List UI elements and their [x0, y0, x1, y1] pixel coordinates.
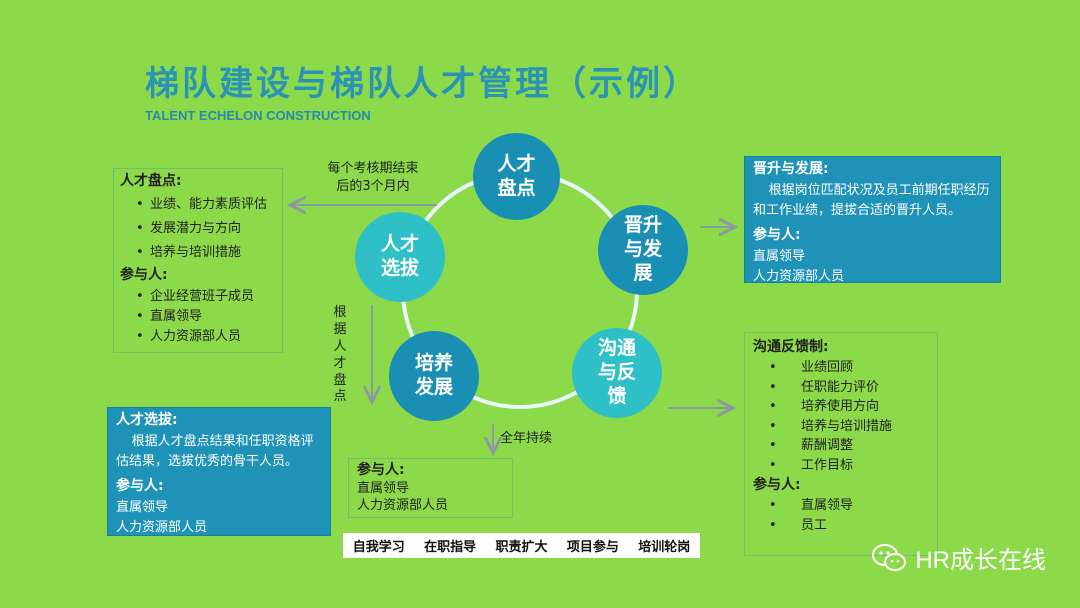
feedback-participants-heading: 参与人:	[753, 477, 801, 493]
list-item: 培养与培训措施	[753, 417, 929, 437]
promotion-box: 晋升与发展: 根据岗位匹配状况及员工前期任职经历和工作业绩，提拔合适的晋升人员。…	[744, 156, 1001, 284]
watermark: HR成长在线	[871, 540, 1046, 575]
watermark-text: HR成长在线	[915, 547, 1046, 574]
list-item: 培养与培训措施	[120, 243, 276, 263]
list-item: 任职能力评价	[753, 378, 929, 398]
promotion-text: 根据岗位匹配状况及员工前期任职经历和工作业绩，提拔合适的晋升人员。	[753, 182, 990, 218]
node-promotion: 晋升 与发 展	[598, 205, 688, 295]
node-selection: 人才 选拔	[355, 212, 445, 302]
yearlong-label: 全年持续	[500, 431, 553, 446]
activity-item: 培训轮岗	[638, 540, 691, 555]
feedback-participants: 直属领导 员工	[753, 496, 929, 535]
list-item: 培养使用方向	[753, 397, 929, 417]
selection-participant: 直属领导	[116, 499, 169, 515]
talent-review-participants-heading: 参与人:	[120, 267, 168, 284]
feedback-heading: 沟通反馈制:	[753, 339, 829, 355]
page-title: 梯队建设与梯队人才管理（示例）	[145, 64, 700, 104]
selection-participant: 人力资源部人员	[116, 519, 208, 535]
node-training: 培养 发展	[389, 331, 479, 421]
list-item: 发展潜力与方向	[120, 219, 276, 239]
list-item: 企业经营班子成员	[120, 287, 276, 307]
basis-label: 根据人才盘点	[333, 305, 347, 405]
selection-heading: 人才选拔:	[116, 412, 178, 428]
feedback-box: 沟通反馈制: 业绩回顾 任职能力评价 培养使用方向 培养与培训措施 薪酬调整 工…	[744, 332, 938, 556]
promotion-participant: 人力资源部人员	[753, 268, 845, 284]
promotion-participant: 直属领导	[753, 248, 806, 264]
list-item: 工作目标	[753, 456, 929, 476]
selection-participants-heading: 参与人:	[116, 477, 164, 494]
promotion-participants-heading: 参与人:	[753, 226, 801, 243]
talent-review-items: 业绩、能力素质评估 发展潜力与方向 培养与培训措施	[120, 195, 276, 264]
list-item: 人力资源部人员	[120, 327, 276, 347]
promotion-heading: 晋升与发展:	[753, 161, 829, 177]
training-activities-bar: 自我学习 在职指导 职责扩大 项目参与 培训轮岗	[343, 533, 700, 558]
node-talent-review: 人才 盘点	[473, 133, 560, 220]
list-item: 员工	[753, 516, 929, 536]
activity-item: 项目参与	[566, 540, 619, 555]
timing-label: 每个考核期结束 后的3个月内	[327, 161, 419, 194]
node-feedback: 沟通 与反 馈	[572, 328, 662, 418]
training-box: 参与人: 直属领导 人力资源部人员	[348, 458, 513, 518]
list-item: 直属领导	[120, 307, 276, 327]
list-item: 薪酬调整	[753, 436, 929, 456]
selection-text: 根据人才盘点结果和任职资格评估结果，选拔优秀的骨干人员。	[116, 433, 314, 469]
feedback-items: 业绩回顾 任职能力评价 培养使用方向 培养与培训措施 薪酬调整 工作目标	[753, 358, 929, 475]
node-promotion-label: 晋升 与发 展	[623, 214, 662, 284]
node-training-label: 培养 发展	[414, 352, 453, 398]
node-feedback-label: 沟通 与反 馈	[597, 337, 636, 407]
training-participant: 人力资源部人员	[357, 498, 449, 514]
activity-item: 职责扩大	[495, 540, 548, 555]
training-participant: 直属领导	[357, 480, 410, 496]
activity-item: 在职指导	[424, 540, 477, 555]
talent-review-participants: 企业经营班子成员 直属领导 人力资源部人员	[120, 287, 276, 348]
list-item: 业绩回顾	[753, 358, 929, 378]
list-item: 直属领导	[753, 496, 929, 516]
list-item: 业绩、能力素质评估	[120, 195, 276, 215]
talent-review-heading: 人才盘点:	[120, 173, 182, 189]
wechat-icon	[872, 543, 907, 571]
talent-review-box: 人才盘点: 业绩、能力素质评估 发展潜力与方向 培养与培训措施 参与人: 企业经…	[113, 168, 283, 353]
selection-box: 人才选拔: 根据人才盘点结果和任职资格评估结果，选拔优秀的骨干人员。 参与人: …	[107, 407, 331, 536]
training-participants-heading: 参与人:	[357, 462, 405, 478]
node-selection-label: 人才 选拔	[380, 233, 419, 279]
activity-item: 自我学习	[352, 540, 405, 555]
node-talent-review-label: 人才 盘点	[497, 152, 536, 199]
page-subtitle: TALENT ECHELON CONSTRUCTION	[145, 108, 371, 123]
